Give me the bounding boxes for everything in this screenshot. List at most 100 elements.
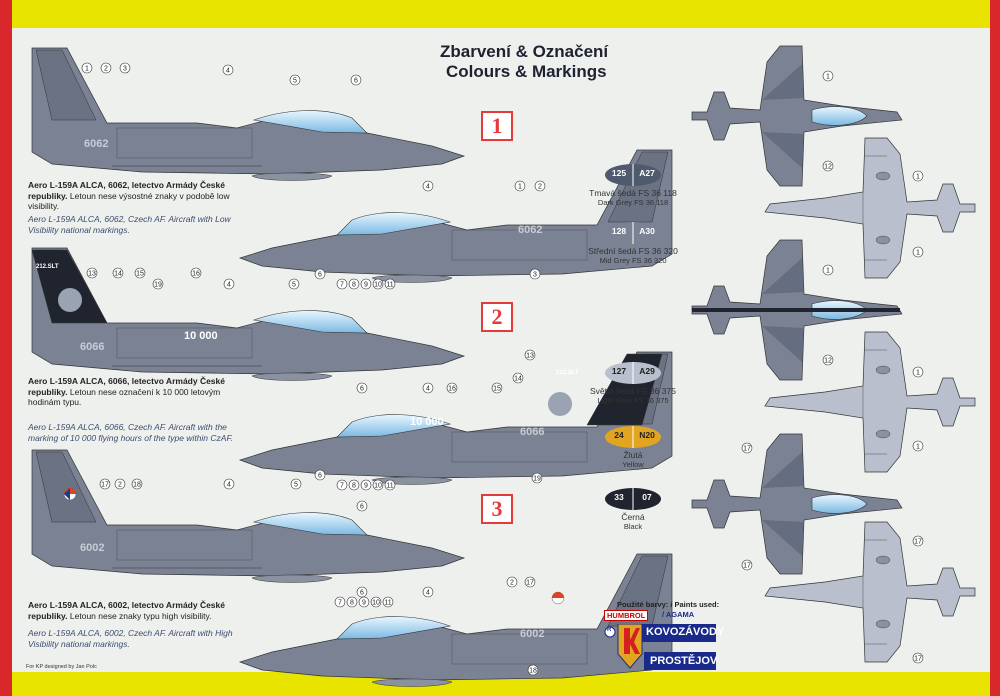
paint-name-cz: Žlutá xyxy=(623,450,643,460)
caption-cz-3: Aero L-159A ALCA, 6002, letectvo Armády … xyxy=(28,600,233,621)
yellow-border-top xyxy=(12,0,990,28)
caption-cz-2: Aero L-159A ALCA, 6066, letectvo Armády … xyxy=(28,376,233,408)
callout-number: 18 xyxy=(529,668,537,675)
callout-number: 17 xyxy=(914,539,922,546)
kovozavody-logo: R KOVOZÁVODY PROSTĚJOV xyxy=(604,624,724,676)
serial-1-right: 6062 xyxy=(518,224,543,236)
callout-number: 2 xyxy=(510,580,514,587)
callout-number: 4 xyxy=(426,386,430,393)
callout-circles xyxy=(81,62,924,676)
paint-name-en: Black xyxy=(623,522,643,531)
callout-number: 13 xyxy=(526,353,534,360)
serial-2-right: 6066 xyxy=(520,426,545,438)
callout-number: 8 xyxy=(352,282,356,289)
paint-agama-code: 07 xyxy=(642,492,652,502)
callout-number: 19 xyxy=(154,282,162,289)
humbrol-logo: HUMBROL xyxy=(604,610,649,621)
profile-left-2 xyxy=(31,247,465,381)
caption-cz-3-bold: Aero L-159A ALCA, 6002, letectvo Armády … xyxy=(28,600,225,621)
paint-name-en: Dark Grey FS 36 118 xyxy=(597,198,669,207)
callout-number: 6 xyxy=(318,272,322,279)
paint-chip-yellow: 24 N20 Žlutá Yellow xyxy=(605,426,661,469)
callout-number: 6 xyxy=(318,473,322,480)
paint-swatch xyxy=(605,164,661,186)
callout-number: 5 xyxy=(292,282,296,289)
paint-agama-code: A29 xyxy=(639,366,655,376)
callout-number: 2 xyxy=(104,66,108,73)
callout-number: 6 xyxy=(360,386,364,393)
paints-used-label: Použité barvy: / Paints used: xyxy=(617,600,720,609)
callout-number: 17 xyxy=(914,656,922,663)
callout-number: 12 xyxy=(824,164,832,171)
brand-prostejov: PROSTĚJOV xyxy=(650,655,718,667)
plan-top-2 xyxy=(691,239,903,381)
callout-number: 4 xyxy=(227,482,231,489)
callout-number: 17 xyxy=(526,580,534,587)
callout-number: 3 xyxy=(123,66,127,73)
profile-left-1 xyxy=(31,47,465,181)
callout-number: 9 xyxy=(364,483,368,490)
callout-number: 10 xyxy=(374,282,382,289)
paint-chip-black: 33 07 Černá Black xyxy=(605,488,661,531)
profile-left-3 xyxy=(31,449,465,583)
paint-chip-light-grey: 127 A29 Světlá šedá FS 36 375 Light Grey… xyxy=(590,362,676,405)
registered-mark: R xyxy=(607,627,612,633)
callout-number: 12 xyxy=(824,358,832,365)
paint-name-en: Yellow xyxy=(622,460,644,469)
paint-humbrol-code: 24 xyxy=(614,430,624,440)
callout-number: 9 xyxy=(364,282,368,289)
title-en: Colours & Markings xyxy=(446,62,607,81)
special-marking-10000-right: 10 000 xyxy=(410,416,444,428)
callout-number: 17 xyxy=(743,563,751,570)
paint-agama-code: A30 xyxy=(639,226,655,236)
callout-number: 1 xyxy=(916,174,920,181)
callout-number: 4 xyxy=(227,282,231,289)
paint-swatch xyxy=(605,222,661,244)
callout-number: 1 xyxy=(518,184,522,191)
paint-name-cz: Světlá šedá FS 36 375 xyxy=(589,386,676,396)
callout-number: 5 xyxy=(294,482,298,489)
callout-number: 1 xyxy=(916,250,920,257)
paint-swatch xyxy=(605,426,661,448)
caption-cz-1: Aero L-159A ALCA, 6062, letectvo Armády … xyxy=(28,180,233,212)
paint-agama-code: A27 xyxy=(639,168,655,178)
callout-number: 7 xyxy=(338,600,342,607)
paint-humbrol-code: 128 xyxy=(611,226,627,236)
paint-name-en: Mid Grey FS 36 320 xyxy=(599,256,667,265)
serial-2-left: 6066 xyxy=(80,341,105,353)
scheme-badge-2: 2 xyxy=(481,302,513,332)
caption-cz-1-bold: Aero L-159A ALCA, 6062, letectvo Armády … xyxy=(28,180,225,201)
callout-number: 11 xyxy=(384,600,391,607)
serial-3-right: 6002 xyxy=(520,628,545,640)
paint-name-cz: Tmavá šedá FS 36 118 xyxy=(589,188,677,198)
special-marking-10000-left: 10 000 xyxy=(184,330,218,342)
designer-credit: For KP designed by Jan Polc xyxy=(26,664,97,670)
caption-en-3: Aero L-159A ALCA, 6002, Czech AF. Aircra… xyxy=(28,628,233,649)
callout-number: 10 xyxy=(372,600,380,607)
paint-humbrol-code: 33 xyxy=(614,492,624,502)
callout-number: 17 xyxy=(101,482,109,489)
callout-number: 6 xyxy=(360,504,364,511)
callout-number: 6 xyxy=(354,78,358,85)
caption-cz-3-text: Letoun nese znaky typu high visibility. xyxy=(69,610,212,621)
serial-3-left: 6002 xyxy=(80,542,105,554)
paint-name-cz: Střední šedá FS 36 320 xyxy=(588,246,678,256)
callout-number: 7 xyxy=(340,483,344,490)
kp-shield-icon xyxy=(604,624,716,670)
brand-kovozavody: KOVOZÁVODY xyxy=(646,626,725,638)
callout-number: 2 xyxy=(538,184,542,191)
callout-number: 8 xyxy=(352,483,356,490)
callout-number: 19 xyxy=(533,476,541,483)
callout-number: 11 xyxy=(386,282,393,289)
caption-cz-2-text: Letoun nese označení k 10 000 letovým ho… xyxy=(28,386,221,408)
callout-number: 18 xyxy=(133,482,141,489)
caption-cz-1-text: Letoun nese výsostné znaky v podobě low … xyxy=(28,190,230,212)
paint-humbrol-code: 127 xyxy=(611,366,627,376)
callout-number: 9 xyxy=(362,600,366,607)
callout-number: 1 xyxy=(826,268,830,275)
paint-name-en: Light Grey FS 36 375 xyxy=(597,396,669,405)
callout-number: 13 xyxy=(88,271,96,278)
tail-text-2-right: 212.SLT xyxy=(556,370,579,376)
